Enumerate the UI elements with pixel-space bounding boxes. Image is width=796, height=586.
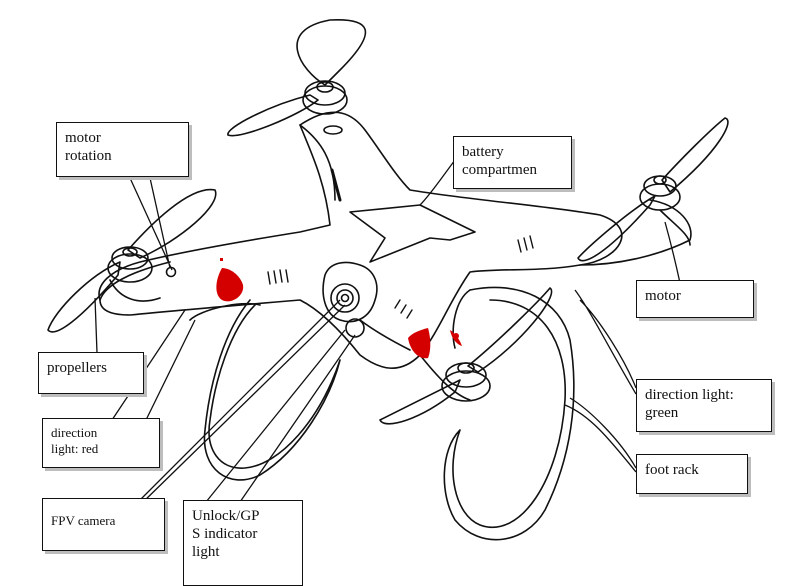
vent-grilles bbox=[267, 235, 534, 319]
red-direction-lights bbox=[216, 258, 462, 359]
leader-unlock bbox=[205, 329, 356, 503]
leader-foot-rack bbox=[564, 397, 637, 473]
left-landing-gear bbox=[203, 299, 341, 481]
label-unlock-gps-indicator: Unlock/GP S indicator light bbox=[183, 500, 303, 586]
leader-motor bbox=[664, 221, 681, 284]
leader-motor-rotation bbox=[129, 177, 173, 271]
leader-green-light bbox=[574, 289, 637, 395]
front-motor-assembly bbox=[379, 287, 553, 425]
label-fpv-camera: FPV camera bbox=[42, 498, 165, 551]
label-motor: motor bbox=[636, 280, 754, 318]
leader-propellers bbox=[94, 297, 98, 354]
rear-arm bbox=[299, 124, 336, 201]
right-motor-assembly bbox=[577, 117, 729, 266]
fpv-camera-body bbox=[322, 261, 411, 351]
label-propellers: propellers bbox=[38, 352, 144, 394]
leader-fpv bbox=[139, 299, 346, 506]
drone-body bbox=[98, 111, 623, 369]
label-foot-rack: foot rack bbox=[636, 454, 748, 494]
label-motor-rotation: motor rotation bbox=[56, 122, 189, 177]
leader-red-light bbox=[111, 309, 196, 421]
left-motor-assembly bbox=[47, 188, 217, 333]
leader-battery bbox=[419, 159, 456, 206]
rear-motor-assembly bbox=[227, 19, 367, 137]
label-direction-light-red: direction light: red bbox=[42, 418, 160, 468]
right-landing-gear bbox=[443, 286, 575, 541]
label-battery-compartment: battery compartmen bbox=[453, 136, 572, 189]
battery-cover bbox=[349, 204, 476, 263]
label-direction-light-green: direction light: green bbox=[636, 379, 772, 432]
leader-lines bbox=[94, 159, 681, 506]
